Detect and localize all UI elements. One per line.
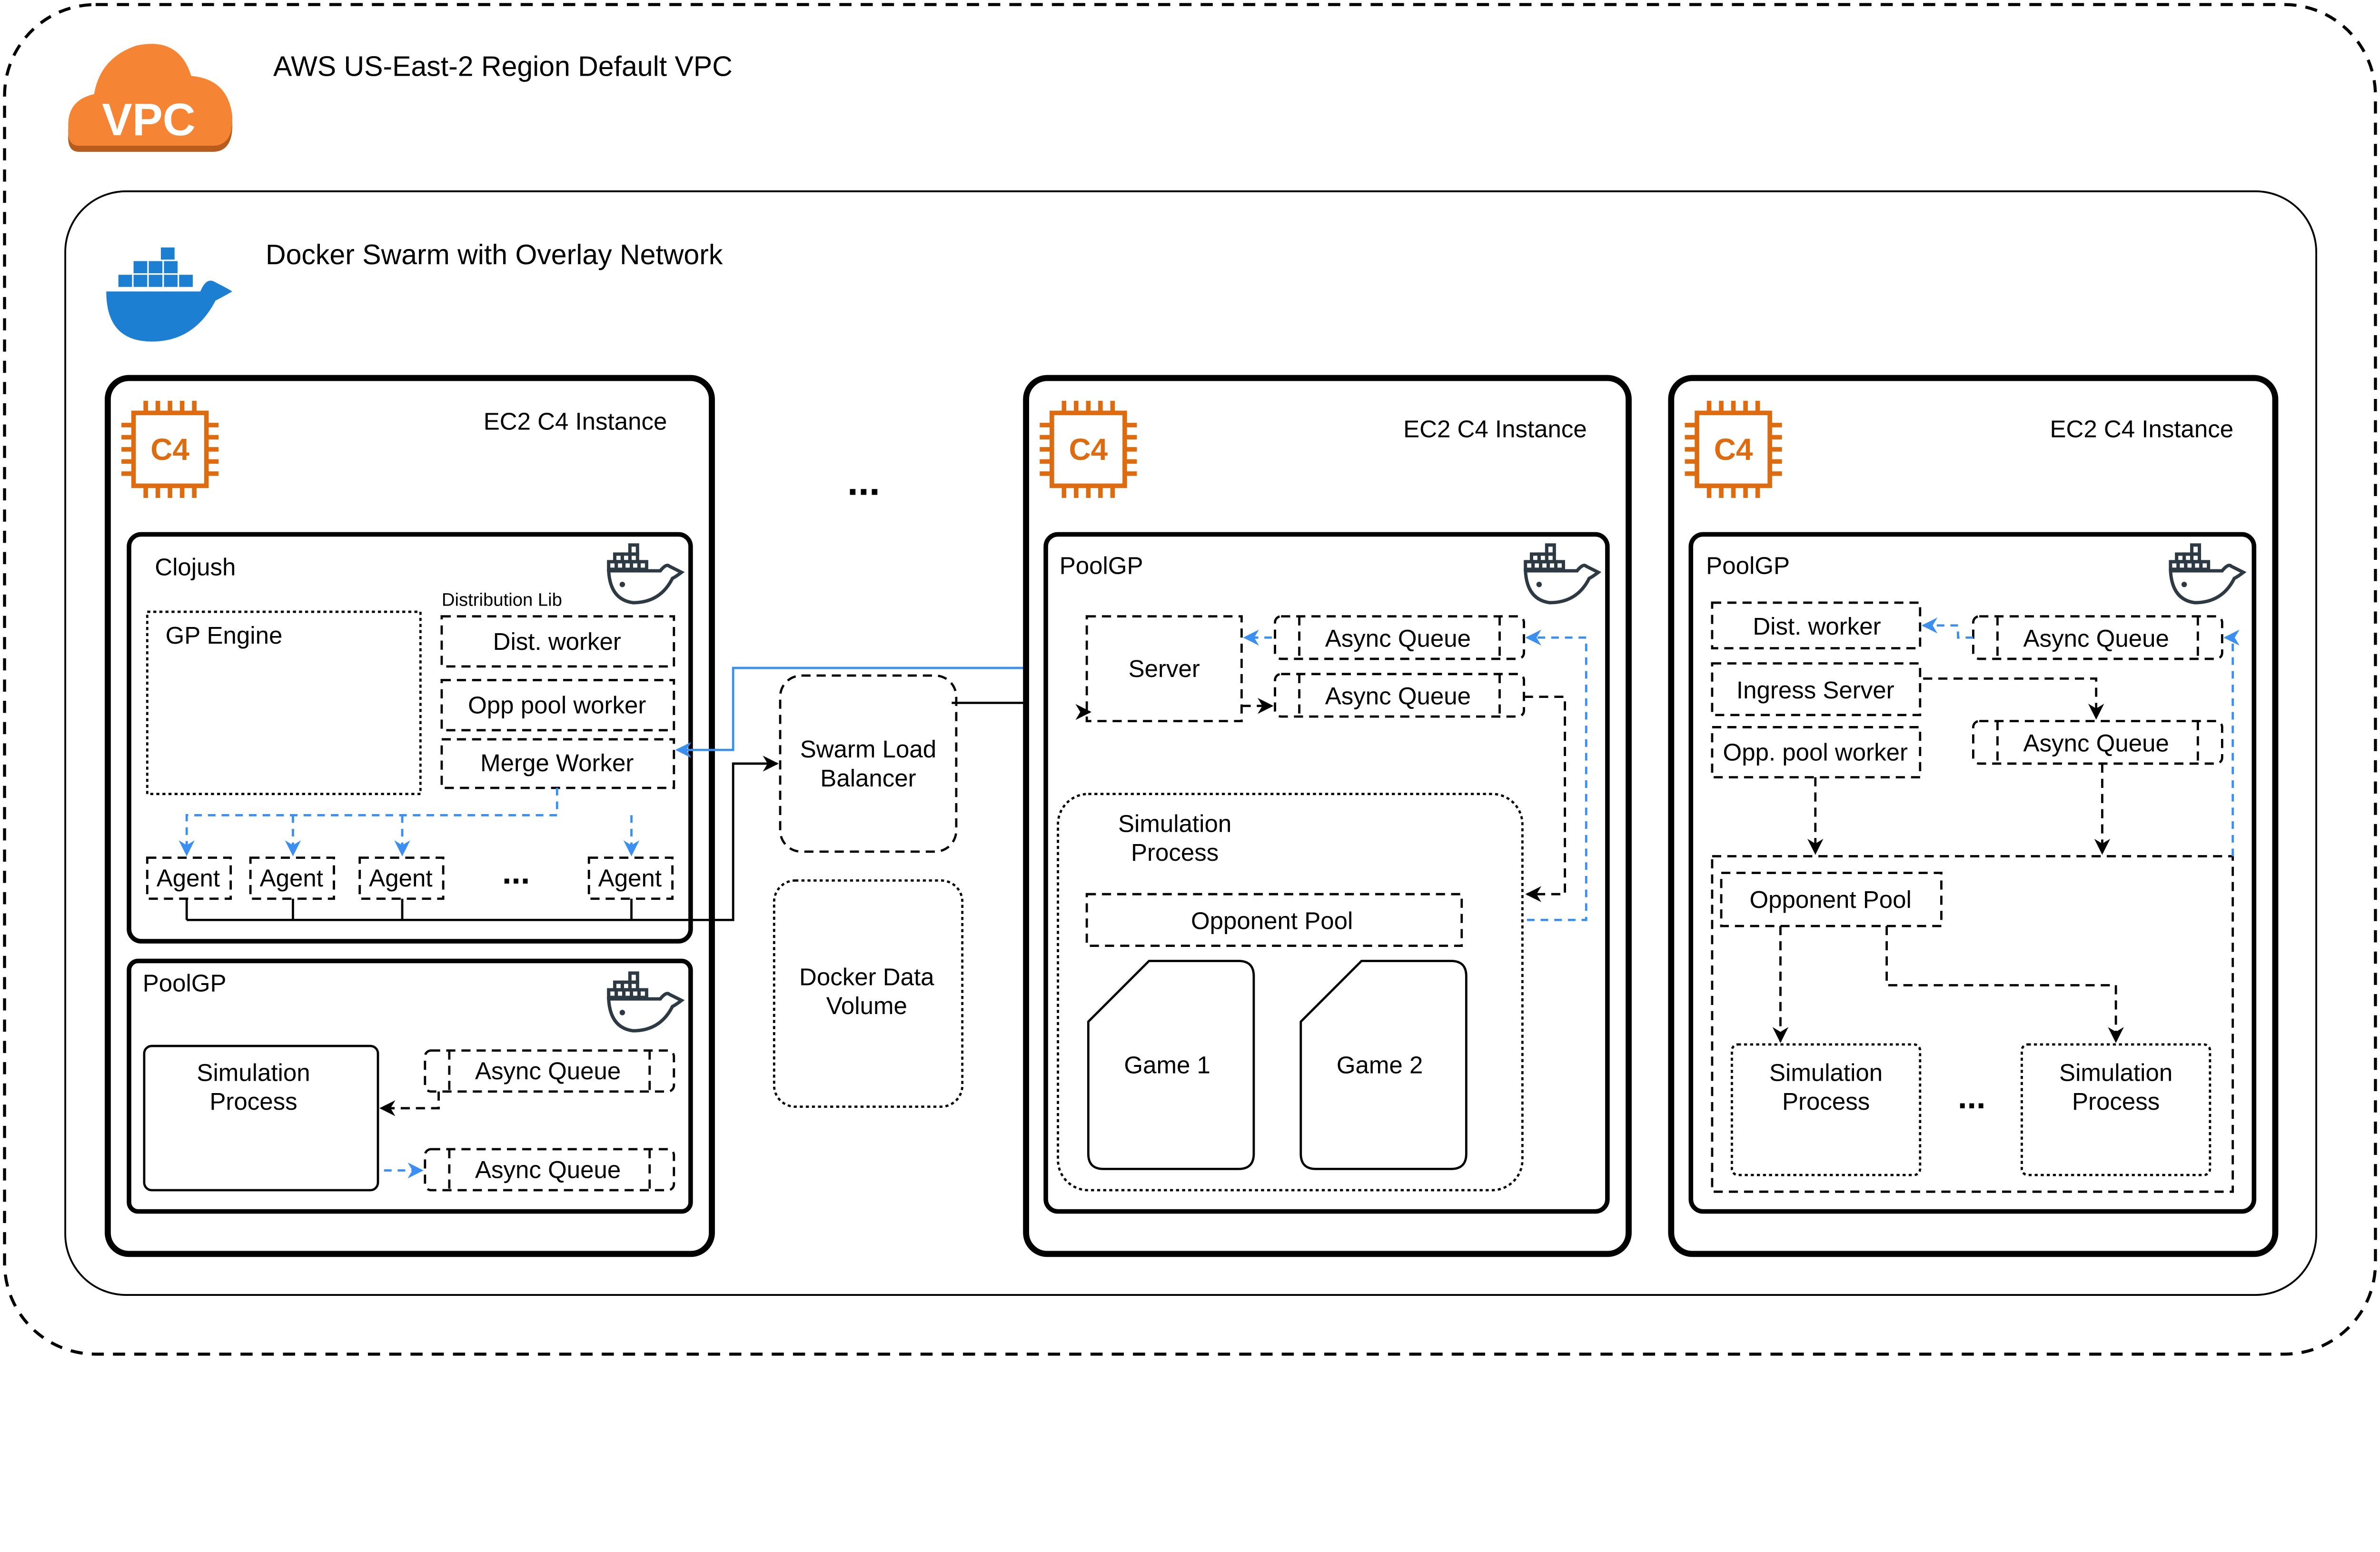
async-queue: Async Queue bbox=[1325, 683, 1471, 710]
container-title: PoolGP bbox=[1060, 552, 1143, 579]
vpc-icon-label: VPC bbox=[102, 94, 196, 145]
game-2 bbox=[1299, 960, 1468, 1170]
svg-text:C4: C4 bbox=[150, 432, 189, 467]
architecture-diagram: VPC AWS US-East-2 Region Default VPC Doc… bbox=[3, 3, 2377, 1356]
clojush-container: Clojush Distribution Lib GP Engine Dist.… bbox=[127, 532, 693, 944]
vpc-title: AWS US-East-2 Region Default VPC bbox=[273, 50, 733, 82]
opp-pool-worker: Opp. pool worker bbox=[1723, 739, 1908, 766]
svg-text:C4: C4 bbox=[1714, 432, 1753, 467]
container-title: Clojush bbox=[155, 554, 236, 581]
distribution-lib-label: Distribution Lib bbox=[442, 589, 562, 610]
instance-title: EC2 C4 Instance bbox=[1403, 415, 1587, 442]
ec2-instance-2: C4 EC2 C4 Instance PoolGP Server Async Q… bbox=[1023, 375, 1632, 1257]
docker-swarm-boundary bbox=[64, 190, 2317, 1296]
swarm-load-balancer bbox=[779, 674, 958, 853]
agents-ellipsis: ... bbox=[502, 853, 530, 891]
opp-pool-worker: Opp pool worker bbox=[468, 692, 646, 719]
c4-chip-icon: C4 bbox=[1040, 401, 1137, 498]
merge-worker: Merge Worker bbox=[480, 749, 634, 776]
docker-data-volume bbox=[773, 879, 964, 1108]
game-label: Game 2 bbox=[1337, 1051, 1423, 1078]
async-queue: Async Queue bbox=[2023, 625, 2169, 652]
container-title: PoolGP bbox=[143, 969, 227, 996]
swarm-title: Docker Swarm with Overlay Network bbox=[266, 239, 723, 270]
ec2-instance-1: C4 EC2 C4 Instance Clojush Distribution … bbox=[105, 375, 715, 1257]
instance-title: EC2 C4 Instance bbox=[2050, 415, 2234, 442]
agent: Agent bbox=[369, 865, 432, 892]
agent: Agent bbox=[157, 865, 220, 892]
svg-text:C4: C4 bbox=[1069, 432, 1108, 467]
c4-chip-icon: C4 bbox=[121, 401, 218, 498]
async-queue: Async Queue bbox=[475, 1057, 621, 1084]
dist-worker: Dist. worker bbox=[1753, 613, 1881, 640]
gp-engine: GP Engine bbox=[166, 622, 283, 649]
opponent-pool: Opponent Pool bbox=[1191, 907, 1353, 935]
opponent-pool: Opponent Pool bbox=[1749, 886, 1911, 913]
docker-whale-icon bbox=[106, 247, 232, 342]
instance-title: EC2 C4 Instance bbox=[484, 408, 667, 435]
container-title: PoolGP bbox=[1706, 552, 1790, 579]
agent: Agent bbox=[260, 865, 323, 892]
game-label: Game 1 bbox=[1124, 1051, 1210, 1078]
async-queue: Async Queue bbox=[1325, 625, 1471, 652]
agent: Agent bbox=[598, 865, 662, 892]
server: Server bbox=[1129, 655, 1200, 682]
dist-worker: Dist. worker bbox=[493, 628, 621, 655]
vpc-boundary bbox=[3, 3, 2377, 1356]
ingress-server: Ingress Server bbox=[1736, 677, 1894, 704]
c4-chip-icon: C4 bbox=[1685, 401, 1782, 498]
game-1 bbox=[1087, 960, 1255, 1170]
async-queue: Async Queue bbox=[2023, 729, 2169, 756]
async-queue: Async Queue bbox=[475, 1156, 621, 1183]
vpc-cloud-icon: VPC bbox=[68, 44, 233, 152]
ec2-instance-3: C4 EC2 C4 Instance PoolGP Dist. worker I… bbox=[1668, 375, 2279, 1257]
instances-ellipsis: ... bbox=[847, 459, 880, 504]
sim-process-ellipsis: ... bbox=[1958, 1078, 1985, 1115]
